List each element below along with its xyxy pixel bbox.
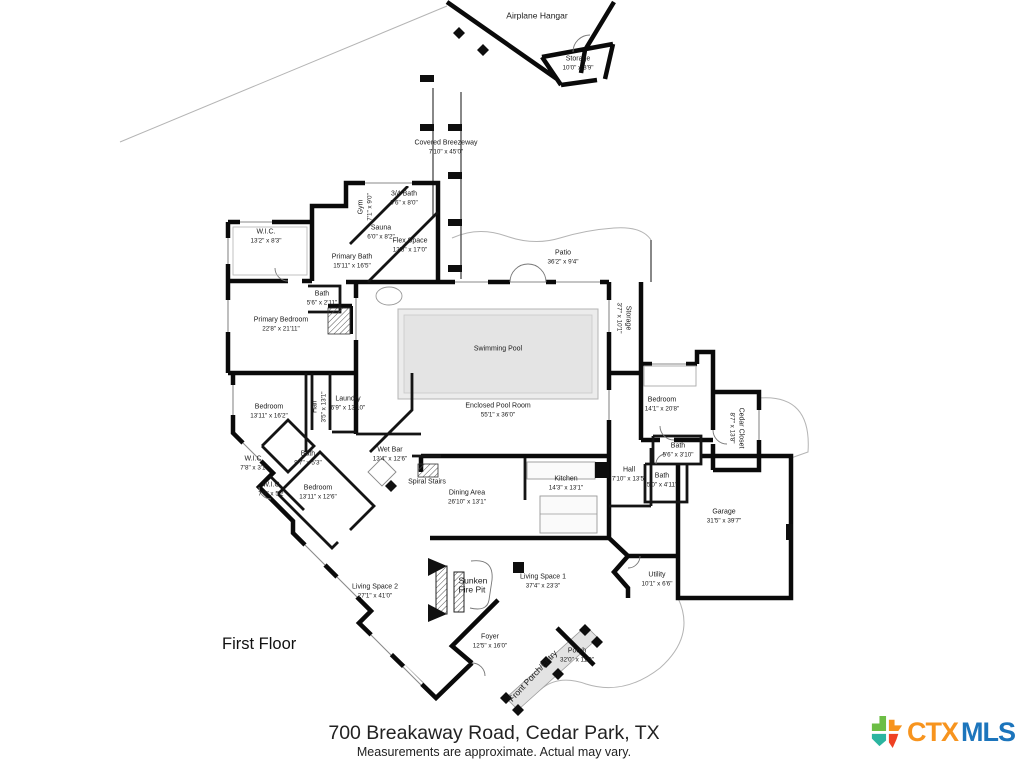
room-label-flex-space: Flex Space 13'8" x 17'0": [392, 237, 428, 254]
door-arcs: [258, 34, 728, 677]
room-label-storage-hangar: Storage 10'0" x 3'9": [562, 55, 594, 72]
room-label-primary-bedroom: Primary Bedroom 22'8" x 21'11": [253, 316, 309, 333]
room-label-bath-b: Bath 5'0" x 4'11": [646, 472, 678, 489]
breezeway-posts: [420, 75, 793, 573]
room-label-storage-pool: Storage 3'7" x 10'1": [615, 302, 632, 334]
wic-shelving: [232, 226, 308, 276]
kitchen-island: [539, 495, 598, 534]
fire-pit-bench: [469, 560, 493, 610]
pool-inner: [403, 314, 593, 394]
hatched-elements: [327, 307, 465, 622]
wet-bar-island: [367, 457, 397, 487]
room-label-porch: Porch 32'0" x 11'0": [559, 647, 595, 664]
room-label-hall-right: Hall 7'10" x 13'5": [611, 466, 647, 483]
stairs-icon: [327, 307, 351, 335]
posts: [420, 27, 793, 716]
window-gaps: [225, 180, 762, 688]
room-label-bath-primary-small: Bath 5'6" x 2'11": [306, 290, 338, 307]
logo-mls-text: MLS: [961, 716, 1016, 747]
room-label-swimming-pool: Swimming Pool: [473, 345, 523, 353]
room-label-primary-bath: Primary Bath 15'11" x 16'5": [331, 253, 373, 270]
fire-pit-wall-right: [453, 571, 465, 613]
room-label-bedroom-4: Bedroom 13'11" x 12'6": [299, 484, 337, 501]
room-label-enclosed-pool-room: Enclosed Pool Room 55'1" x 36'0": [465, 402, 531, 419]
interior-walls: [261, 185, 703, 550]
room-label-sauna: Sauna 6'0" x 8'2": [367, 224, 395, 241]
texas-orange-part: [888, 719, 903, 732]
room-label-laundry: Laundry 6'9" x 13'10": [330, 395, 366, 412]
room-label-garage: Garage 31'5" x 39'7": [706, 508, 742, 525]
disclaimer-line: Measurements are approximate. Actual may…: [356, 745, 632, 759]
fire-pit-end-caps: [428, 558, 447, 622]
swimming-pool-shape: [397, 308, 599, 400]
wet-bar-post: [385, 480, 397, 492]
room-label-three-quarter-bath: 3/4 Bath 9'6" x 8'0": [390, 190, 418, 207]
room-label-gym: Gym 7'1" x 9'0": [357, 193, 374, 221]
floor-title: First Floor: [222, 635, 297, 653]
terrain-lines: [119, 5, 809, 691]
room-label-covered-breezeway: Covered Breezeway 7'10" x 45'0": [414, 139, 478, 156]
room-label-hall-left: Hall 3'5" x 13'1": [311, 391, 328, 423]
room-label-airplane-hangar: Airplane Hangar: [506, 10, 568, 21]
texas-teal-part: [871, 733, 887, 747]
texas-red-part: [888, 733, 899, 749]
window-lines: [227, 182, 760, 686]
breezeway-lines: [432, 88, 652, 282]
room-label-living-space-2: Living Space 2 27'1" x 41'0": [352, 583, 398, 600]
bathtub-icon: [375, 286, 403, 306]
logo-ctx-text: CTX: [907, 716, 959, 747]
fire-pit-wall-left: [435, 565, 448, 615]
room-label-living-space-1: Living Space 1 37'4" x 23'3": [520, 573, 566, 590]
room-label-spiral-stairs: Spiral Stairs: [408, 478, 446, 486]
room-label-bedroom-2: Bedroom 14'1" x 20'8": [644, 396, 680, 413]
room-label-cedar-closet: Cedar Closet 8'7" x 13'8": [728, 407, 745, 449]
room-label-sunken-fire-pit: Sunken Fire Pit: [458, 575, 488, 595]
address-line: 700 Breakaway Road, Cedar Park, TX: [328, 722, 660, 744]
room-label-wic-small-1: W.I.C. 7'8" x 3'1": [240, 455, 268, 472]
texas-icon: [871, 715, 903, 749]
room-label-patio: Patio 36'2" x 9'4": [547, 249, 579, 266]
room-label-kitchen: Kitchen 14'3" x 13'1": [548, 475, 584, 492]
room-label-dining-area: Dining Area 26'10" x 13'1": [447, 489, 487, 506]
room-label-wic-primary: W.I.C. 13'2" x 8'3": [250, 228, 282, 245]
spiral-stairs-icon: [417, 463, 439, 478]
bedroom-closet: [643, 365, 697, 387]
room-label-foyer: Foyer 12'5" x 16'0": [472, 633, 508, 650]
texas-green-part: [871, 715, 887, 732]
room-label-wic-small-2: W.I.C. 7'9" x 5'2": [258, 481, 286, 498]
room-label-bath-a: Bath 5'6" x 3'10": [662, 442, 694, 459]
room-label-utility: Utility 10'1" x 6'6": [641, 571, 673, 588]
room-label-bedroom-3: Bedroom 13'11" x 16'2": [250, 403, 288, 420]
room-label-wet-bar: Wet Bar 13'4" x 12'6": [372, 446, 408, 463]
room-label-bath-left: Bath 9'7" x 5'3": [294, 450, 322, 467]
